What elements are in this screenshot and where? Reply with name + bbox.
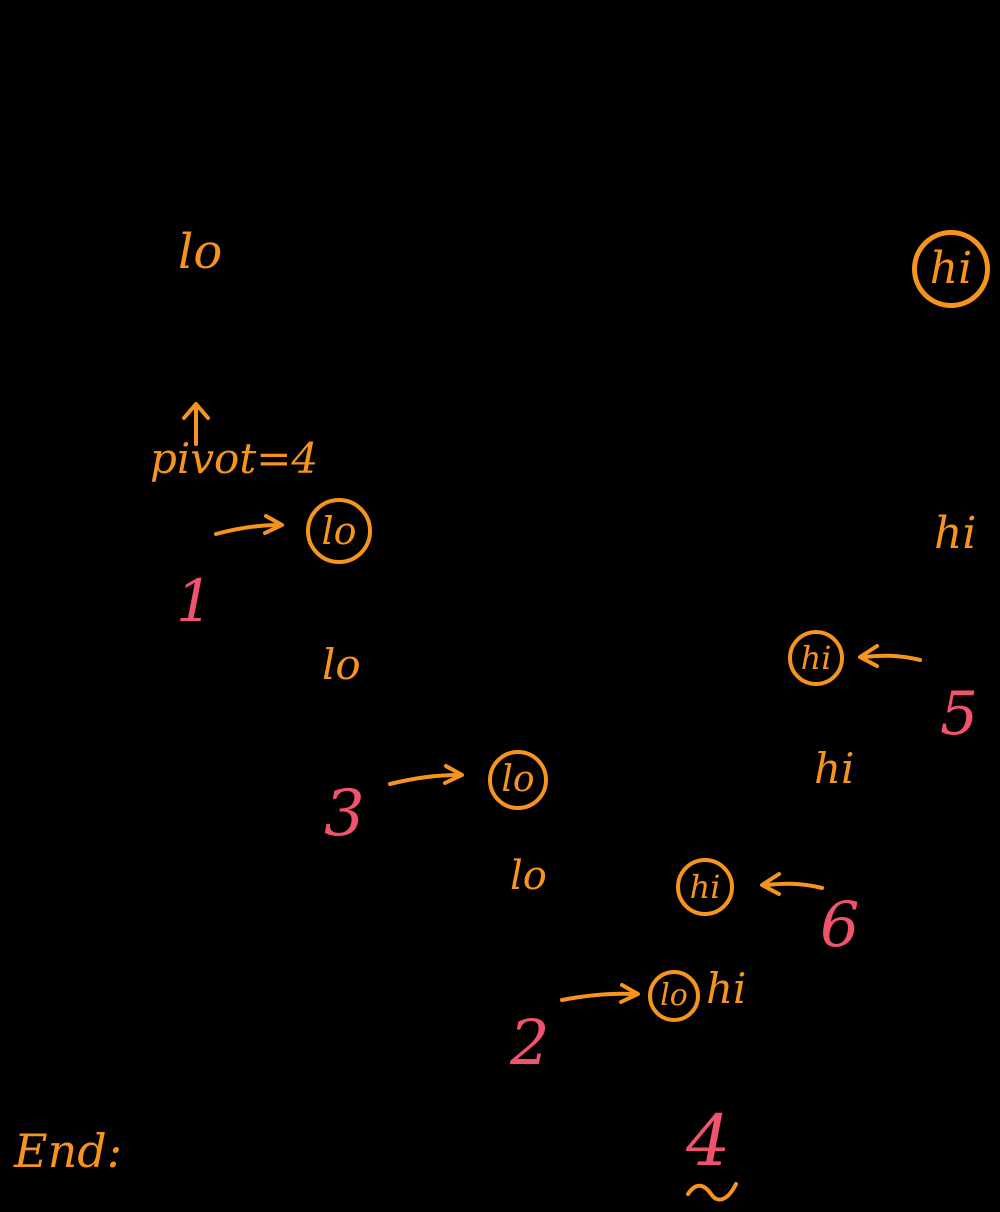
lo-pointer-circled-label: lo (648, 970, 700, 1022)
lo-pointer-label: lo (178, 224, 223, 280)
hi-pointer-circled-label: hi (788, 630, 844, 686)
left-arrow-icon (756, 870, 826, 900)
step-number-3: 3 (324, 777, 365, 851)
pivot-value-label: pivot=4 (150, 434, 319, 483)
lo-pointer-label: lo (510, 853, 547, 899)
lo-pointer-circled-label: lo (306, 498, 372, 564)
step-number-6: 6 (820, 888, 860, 961)
end-label: End: (14, 1124, 123, 1178)
step-number-1: 1 (176, 567, 213, 635)
right-arrow-icon (558, 980, 648, 1012)
hi-pointer-label: hi (814, 744, 855, 793)
hi-pointer-circled-label: hi (912, 230, 990, 308)
step-number-5: 5 (940, 679, 979, 749)
right-arrow-icon (386, 762, 472, 794)
step-number-2: 2 (510, 1006, 550, 1079)
hi-pointer-label: hi (706, 964, 747, 1013)
lo-pointer-label: lo (322, 640, 361, 689)
lo-pointer-circled-label: lo (488, 750, 548, 810)
left-arrow-icon (854, 642, 924, 672)
underline-squiggle-icon (684, 1178, 740, 1206)
right-arrow-icon (212, 512, 292, 544)
hi-pointer-circled-label: hi (676, 858, 734, 916)
result-value: 4 (686, 1100, 731, 1182)
hi-pointer-label: hi (934, 508, 977, 559)
up-arrow-icon (178, 398, 214, 446)
